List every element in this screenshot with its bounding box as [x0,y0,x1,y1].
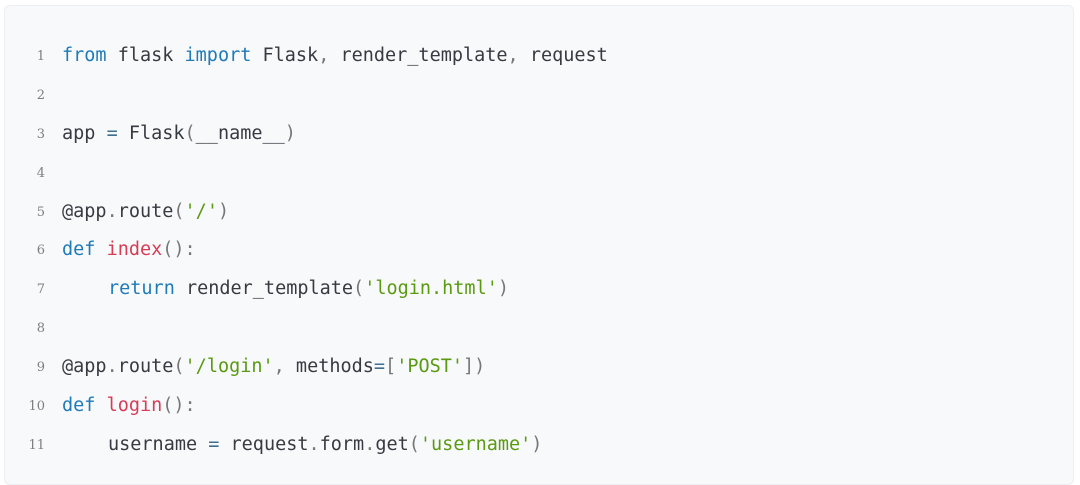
code-line: 2 [5,83,1073,122]
code-token: ( [173,200,185,222]
code-line: 4 [5,161,1073,200]
code-token [95,395,106,416]
code-text: from flask import Flask, render_template… [62,44,608,68]
line-number: 7 [36,282,45,298]
code-token: def [62,395,96,417]
code-token: 'username' [419,433,532,455]
code-lines: 1 from flask import Flask, render_templat… [5,44,1073,472]
code-token: ( [353,278,365,300]
code-token: form [319,433,365,455]
code-token: 'login.html' [364,278,498,300]
code-token: ( [408,433,420,455]
line-number: 2 [36,87,45,103]
code-token: , [273,356,285,378]
line-number: 3 [36,126,45,142]
code-line: 6 def index(): [5,238,1073,277]
code-token: = [208,433,220,455]
line-number: 6 [36,243,45,259]
code-token: [ [385,356,397,378]
line-number: 9 [36,360,45,376]
code-token: , [318,45,330,66]
code-token: . [106,200,118,222]
code-token: return [108,278,175,300]
code-token: ]) [463,356,486,378]
line-number: 5 [36,204,45,220]
code-token: . [106,356,118,378]
line-number: 1 [36,49,45,64]
code-token: Flask [117,122,185,144]
code-token: . [364,433,376,455]
code-token: (): [162,395,196,417]
code-token: index [106,239,163,261]
code-token: route [117,200,174,222]
code-token: request [518,45,608,66]
code-token: '/' [184,200,218,222]
code-line: 3 app = Flask(__name__) [5,122,1073,161]
line-number: 11 [28,437,45,453]
code-token: request [219,433,309,455]
code-text: @app.route('/') [62,200,229,224]
code-token: username [108,433,209,455]
code-token: ( [184,122,196,144]
code-token: methods [284,356,374,378]
code-token: import [184,45,252,66]
code-line: 8 [5,316,1073,355]
line-number: 4 [36,165,45,181]
code-text: return render_template('login.html') [62,277,509,301]
code-token: __name__ [195,122,285,144]
code-line: 5 @app.route('/') [5,200,1073,239]
code-token: , [507,45,519,66]
code-text: def login(): [62,394,196,418]
code-token: def [62,239,96,261]
code-token: app [62,122,107,144]
code-text: app = Flask(__name__) [62,122,296,146]
code-token: @app [62,356,107,378]
code-token: ) [497,278,509,300]
code-line: 1 from flask import Flask, render_templat… [5,44,1073,83]
code-token: login [106,395,163,417]
code-text: username = request.form.get('username') [62,433,542,457]
code-token: ( [173,356,185,378]
code-token: = [373,356,386,378]
code-token: flask [106,45,185,66]
code-text: @app.route('/login', methods=['POST']) [62,355,485,379]
code-token: 'POST' [396,356,464,378]
code-token: = [106,122,118,144]
code-token: get [375,433,409,455]
code-token: (): [162,239,196,261]
line-number: 10 [28,399,45,415]
code-token: ) [217,200,230,222]
code-token: . [308,433,320,455]
code-line: 9 @app.route('/login', methods=['POST']) [5,355,1073,394]
code-token: render_template [329,45,508,66]
code-token: ) [531,433,543,455]
code-token: @app [62,200,107,222]
code-token [95,239,106,260]
code-block: 1 from flask import Flask, render_templat… [4,5,1074,485]
code-text: def index(): [62,238,196,262]
code-line: 7 return render_template('login.html') [5,277,1073,316]
code-token: Flask [251,45,319,66]
line-number: 8 [36,321,45,337]
code-token: ) [284,122,296,144]
code-token: '/login' [184,356,274,378]
code-line: 10 def login(): [5,394,1073,433]
code-token: render_template [174,278,354,300]
code-token: from [62,45,107,66]
code-token: route [117,356,174,378]
